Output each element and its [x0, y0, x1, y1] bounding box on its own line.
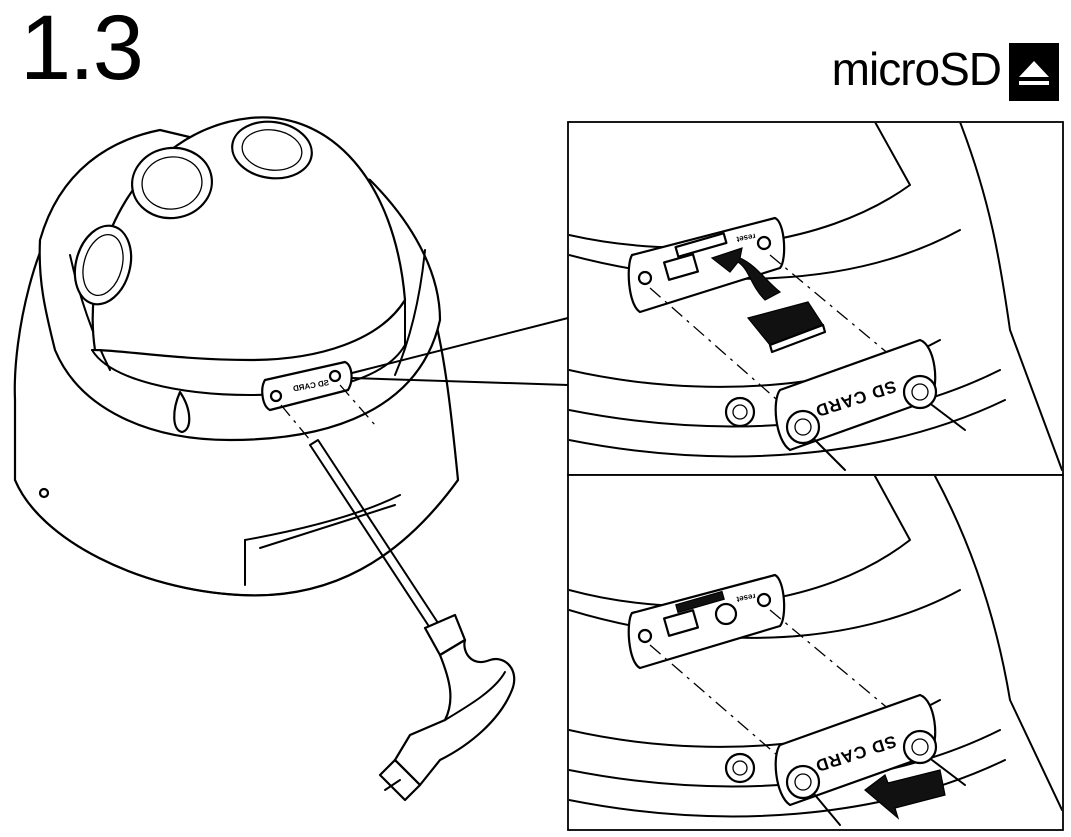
media-type-label: microSD [831, 43, 1002, 95]
hex-screwdriver [309, 439, 516, 802]
panel-close-cover-tighten-screws: reset SD CARD [567, 474, 1064, 831]
svg-text:reset: reset [736, 592, 757, 604]
eject-icon [1009, 43, 1059, 101]
dome-camera: SD CARD [13, 116, 460, 597]
step-number: 1.3 [20, 0, 144, 99]
svg-text:reset: reset [736, 232, 757, 244]
panel-open-cover-insert-card: reset SD CARD [567, 121, 1064, 476]
